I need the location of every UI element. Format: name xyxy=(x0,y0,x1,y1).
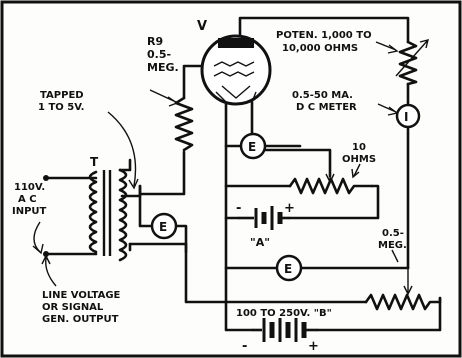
vacuum-tube xyxy=(200,34,272,106)
meg-label-line1: 0.5- xyxy=(382,228,404,239)
tapped-pointer-arrow xyxy=(107,111,139,190)
r9-label: R9 xyxy=(147,35,163,48)
r9-unit-label: MEG. xyxy=(147,61,179,74)
input-terminal-bottom xyxy=(43,251,49,257)
plate-potentiometer-arrow xyxy=(395,39,429,77)
voltmeter-middle-label: E xyxy=(284,262,292,276)
voltmeter-upper-label: E xyxy=(248,140,256,154)
poten-label-line1: POTEN. 1,000 TO xyxy=(276,30,372,41)
meg-pointer-arrow xyxy=(391,249,399,263)
plate-potentiometer xyxy=(398,40,418,86)
battery-a-label: "A" xyxy=(250,236,270,249)
battery-a xyxy=(238,206,290,230)
ohms-label-line1: 10 xyxy=(352,142,366,153)
input-label-line2: A C xyxy=(18,194,37,205)
poten-pointer-arrow xyxy=(375,41,399,54)
wires xyxy=(46,16,442,332)
line-label-line3: GEN. OUTPUT xyxy=(42,314,119,325)
line-pointer-arrow xyxy=(41,254,57,287)
meter-label-line1: 0.5-50 MA. xyxy=(292,90,353,101)
grid-potentiometer-arrow xyxy=(403,268,413,296)
voltmeter-left-symbol xyxy=(150,212,178,240)
battery-b-plus: + xyxy=(308,339,319,354)
transformer xyxy=(88,158,142,262)
voltmeter-upper-symbol xyxy=(239,132,267,160)
tube-label: V xyxy=(197,19,207,34)
filament-rheostat-arrow xyxy=(325,173,335,184)
milliammeter-symbol xyxy=(395,103,421,129)
line-label-line1: LINE VOLTAGE xyxy=(42,290,121,301)
input-terminal-top xyxy=(43,175,49,181)
filament-rheostat xyxy=(288,177,374,195)
r9-value-label: 0.5- xyxy=(147,48,171,61)
input-label-line1: 110V. xyxy=(14,182,45,193)
tapped-label-line1: TAPPED xyxy=(40,90,84,101)
poten-label-line2: 10,000 OHMS xyxy=(282,43,358,54)
meg-label-line2: MEG. xyxy=(378,240,407,251)
grid-potentiometer xyxy=(364,293,442,311)
r9-resistor xyxy=(174,96,194,152)
battery-b-label: 100 TO 250V. "B" xyxy=(236,308,332,319)
battery-a-minus: - xyxy=(236,201,241,216)
battery-b xyxy=(252,318,318,342)
voltmeter-left-label: E xyxy=(159,220,167,234)
tapped-label-line2: 1 TO 5V. xyxy=(38,102,84,113)
ohms-label-line2: OHMS xyxy=(342,154,376,165)
input-label-line3: INPUT xyxy=(12,206,47,217)
transformer-label: T xyxy=(90,155,99,169)
meter-symbol-label: I xyxy=(404,110,408,124)
ohms-pointer-arrow xyxy=(351,163,361,179)
meter-pointer-arrow xyxy=(377,103,399,116)
meter-label-line2: D C METER xyxy=(296,102,357,113)
input-pointer-arrow xyxy=(32,221,44,255)
battery-a-plus: + xyxy=(284,201,295,216)
r9-pointer-arrow xyxy=(149,89,179,107)
voltmeter-middle-symbol xyxy=(275,254,303,282)
line-label-line2: OR SIGNAL xyxy=(42,302,104,313)
battery-b-minus: - xyxy=(242,339,247,354)
